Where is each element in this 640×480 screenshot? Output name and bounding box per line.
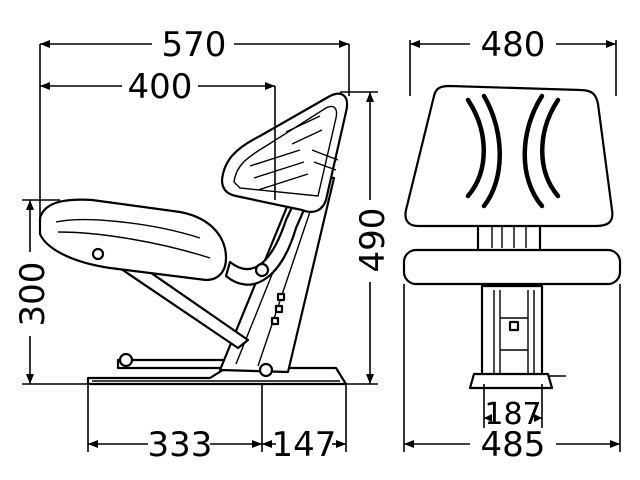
side-seat-cushion [38, 198, 228, 282]
side-adjust-lever [116, 352, 230, 370]
dim-300-label: 300 [13, 262, 53, 327]
dim-333-147: 333 147 [87, 384, 347, 465]
front-column [468, 216, 566, 390]
dim-490-label: 490 [353, 208, 393, 273]
dim-490: 490 [340, 91, 393, 385]
dim-333-label: 333 [148, 425, 213, 465]
dim-300: 300 [13, 199, 88, 385]
front-backrest [404, 84, 614, 228]
dim-570: 570 [39, 25, 350, 220]
dim-570-label: 570 [162, 25, 227, 65]
side-base-rail [86, 366, 348, 386]
side-view: 570 400 490 300 [13, 25, 393, 465]
side-suspension-column [218, 173, 336, 378]
dim-400: 400 [40, 67, 276, 200]
front-seat [402, 248, 622, 286]
dim-485-label: 485 [481, 425, 546, 465]
side-backrest [220, 92, 349, 213]
dim-147-label: 147 [272, 425, 337, 465]
dim-480: 480 [409, 25, 617, 96]
front-view: 480 187 485 [402, 25, 622, 465]
dim-187-label: 187 [484, 397, 541, 432]
dim-480-label: 480 [481, 25, 546, 65]
dim-400-label: 400 [128, 67, 193, 107]
dim-187: 187 [483, 384, 543, 432]
dim-485: 485 [403, 284, 621, 465]
